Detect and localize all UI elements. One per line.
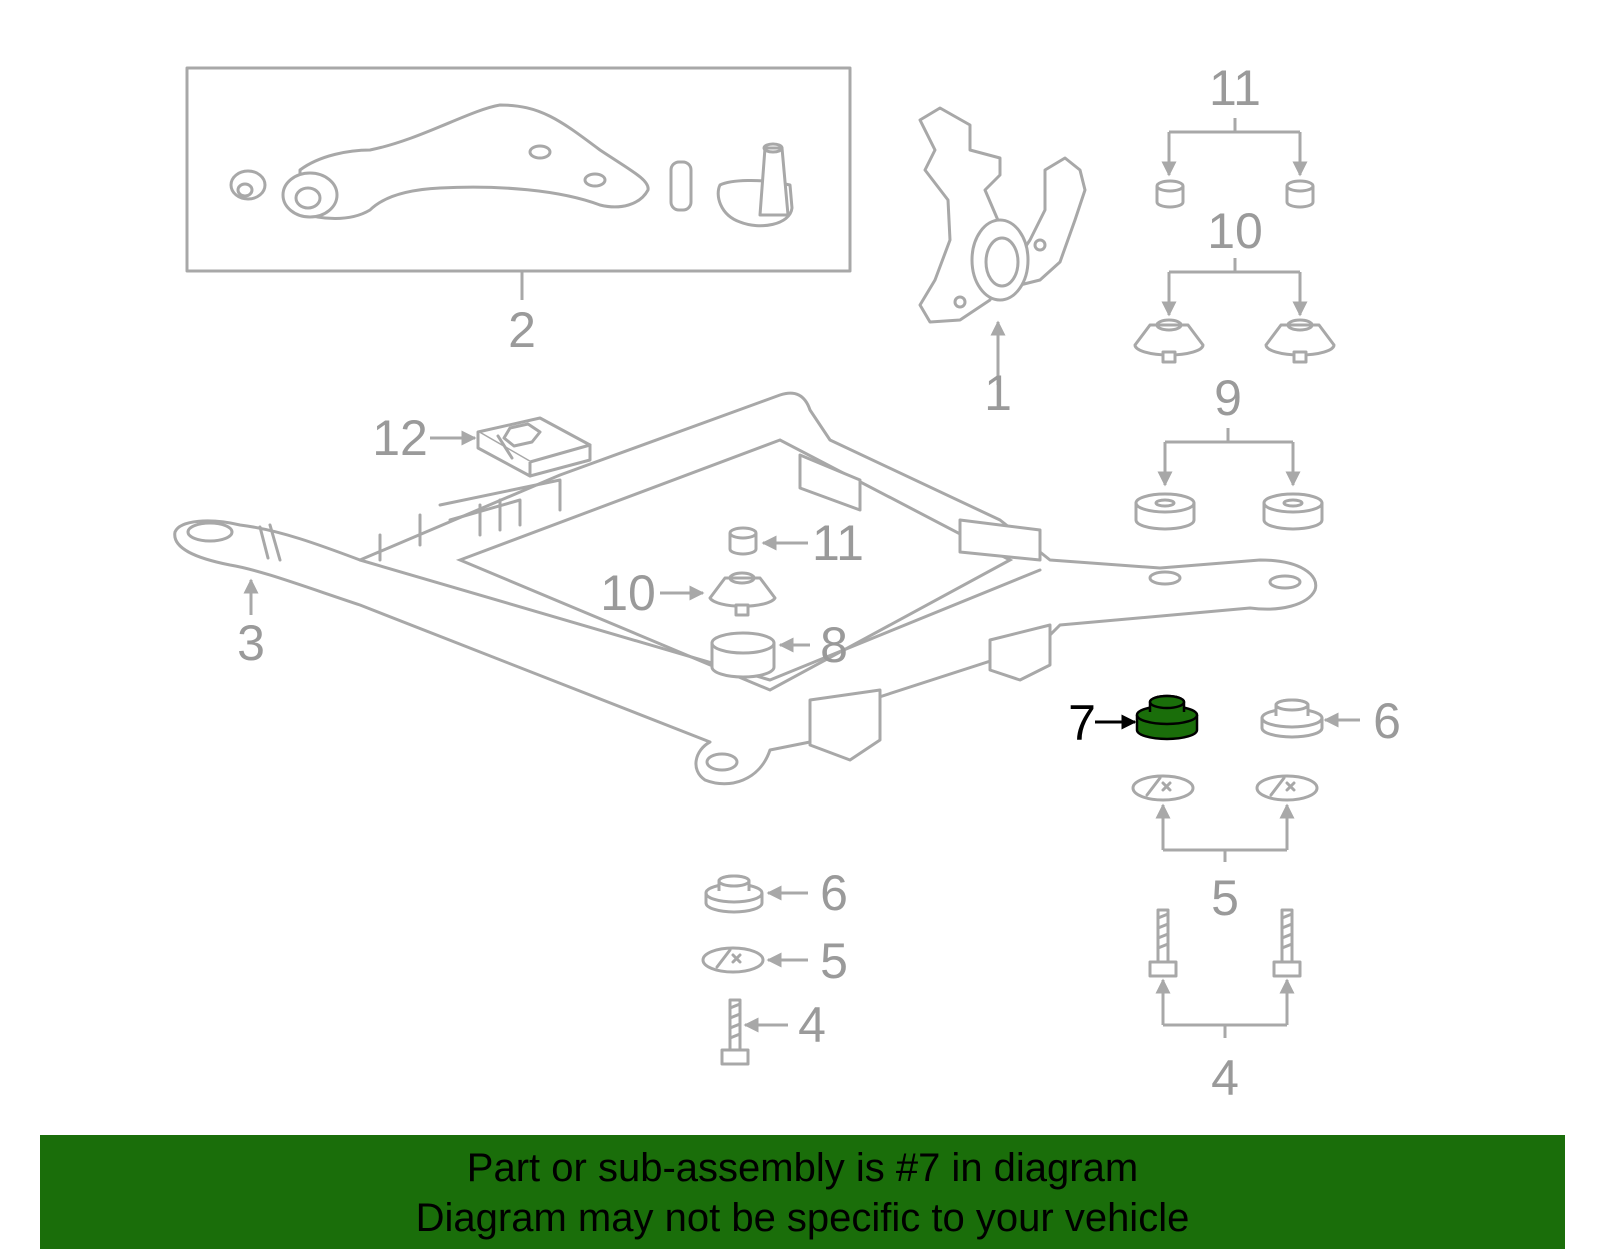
callout-10-center: 10 bbox=[600, 565, 656, 621]
info-banner: Part or sub-assembly is #7 in diagram Di… bbox=[40, 1135, 1565, 1249]
callout-1: 1 bbox=[984, 365, 1012, 421]
banner-line-1: Part or sub-assembly is #7 in diagram bbox=[466, 1146, 1139, 1190]
callout-4-center: 4 bbox=[798, 997, 826, 1053]
callout-5-right: 5 bbox=[1211, 870, 1239, 926]
item-10-pair: 10 bbox=[1133, 203, 1336, 364]
callout-6-right: 6 bbox=[1373, 693, 1401, 749]
callout-11-top: 11 bbox=[1209, 60, 1261, 116]
callout-10-top: 10 bbox=[1207, 203, 1263, 259]
item-9-pair: 9 bbox=[1134, 370, 1324, 531]
item-5-pair: 5 bbox=[1131, 774, 1319, 926]
control-arm-group: 2 bbox=[185, 66, 852, 358]
banner-line-2: Diagram may not be specific to your vehi… bbox=[415, 1196, 1190, 1240]
item-7-highlighted[interactable]: 7 bbox=[1068, 694, 1199, 751]
item-4-pair: 4 bbox=[1148, 908, 1302, 1106]
callout-5-center: 5 bbox=[820, 933, 848, 989]
callout-12: 12 bbox=[372, 410, 428, 466]
callout-11-center: 11 bbox=[812, 515, 864, 571]
center-stack: 11 10 8 bbox=[600, 515, 864, 679]
item-11-pair: 11 bbox=[1155, 60, 1315, 209]
callout-8: 8 bbox=[820, 617, 848, 673]
center-lower-stack: 6 5 4 bbox=[701, 865, 848, 1066]
callout-2: 2 bbox=[508, 302, 536, 358]
item-12: 12 bbox=[372, 410, 592, 478]
callout-9: 9 bbox=[1214, 370, 1242, 426]
callout-3: 3 bbox=[237, 615, 265, 671]
callout-4-right: 4 bbox=[1211, 1050, 1239, 1106]
item-6-right: 6 bbox=[1260, 693, 1401, 749]
callout-6-center: 6 bbox=[820, 865, 848, 921]
callout-7: 7 bbox=[1068, 695, 1096, 751]
knuckle-part: 1 bbox=[918, 106, 1087, 421]
